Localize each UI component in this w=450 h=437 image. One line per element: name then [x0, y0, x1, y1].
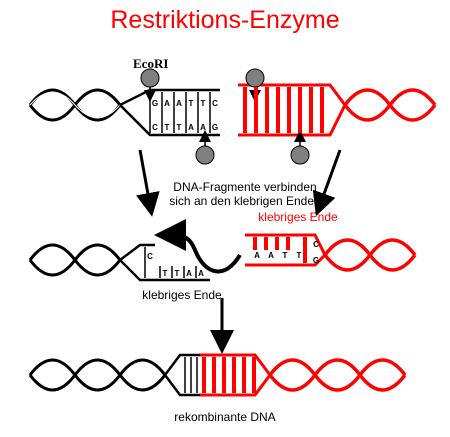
base-letter: T — [201, 99, 206, 108]
arrow-down-right — [312, 149, 342, 217]
base-letter: A — [164, 99, 170, 108]
dna-recombinant — [28, 353, 407, 397]
base-letter: T — [163, 269, 168, 278]
dna-fragment-red-sticky — [245, 233, 417, 272]
page-title: Restriktions-Enzyme — [110, 6, 340, 34]
base-letter: A — [186, 269, 192, 278]
join-arrow — [154, 219, 242, 274]
dna-fragment-red-top — [238, 83, 437, 137]
base-letter: C — [152, 123, 158, 132]
base-letter: G — [152, 99, 158, 108]
base-letter: A — [200, 123, 206, 132]
base-letter: A — [176, 99, 182, 108]
join-caption-line1: DNA-Fragmente verbinden — [173, 180, 317, 194]
join-caption-line2: sich an den klebrigen Enden — [169, 194, 321, 208]
result-caption: rekombinante DNA — [174, 410, 276, 424]
base-letter: A — [254, 251, 260, 260]
base-letter: T — [175, 269, 180, 278]
base-letter: C — [212, 99, 218, 108]
base-letter: C — [147, 252, 153, 261]
base-letter: A — [188, 123, 194, 132]
base-letter: T — [177, 123, 182, 132]
enzyme-icon — [140, 68, 310, 165]
base-letter: A — [198, 269, 204, 278]
base-letter: T — [297, 251, 302, 260]
base-letter: T — [283, 251, 288, 260]
base-letter: T — [189, 99, 194, 108]
dna-fragment-black-sticky — [28, 243, 210, 282]
base-letter: T — [165, 123, 170, 132]
enzyme-label: EcoRI — [133, 56, 169, 71]
base-letter: C — [313, 240, 319, 249]
sticky-end-label-left: klebriges Ende — [142, 288, 222, 302]
base-letter: G — [313, 256, 319, 265]
arrow-down-left — [136, 149, 160, 217]
base-letter: A — [268, 251, 274, 260]
base-letter: G — [212, 123, 218, 132]
